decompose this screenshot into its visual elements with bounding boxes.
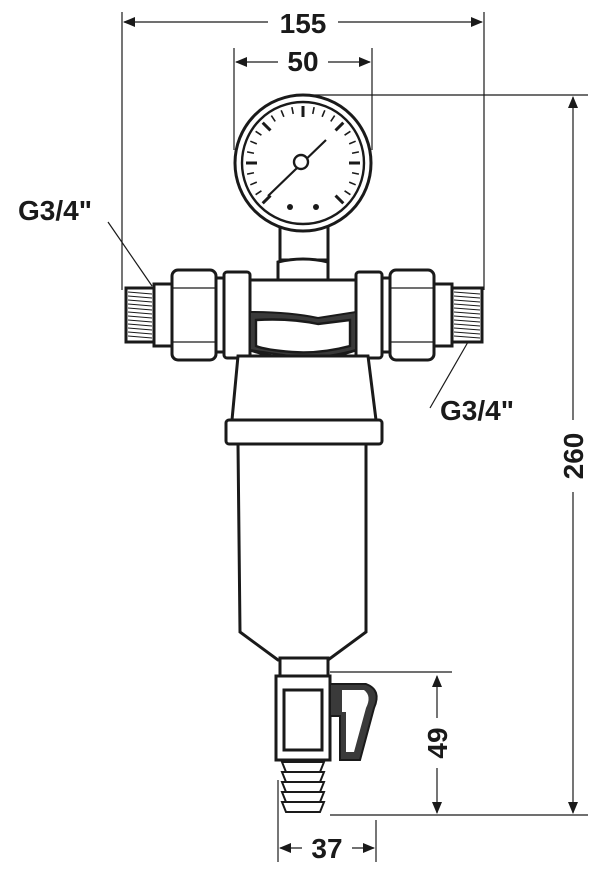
inlet-connection — [124, 268, 252, 362]
inlet-thread-callout: G3/4" — [18, 195, 153, 287]
filter-bowl — [224, 354, 384, 662]
gauge-ticks — [246, 106, 360, 205]
dimension-drain-height: 49 — [330, 671, 455, 814]
drain-valve — [274, 656, 378, 813]
inlet-thread-label: G3/4" — [18, 195, 92, 226]
outlet-thread-label: G3/4" — [440, 395, 514, 426]
drain-height-label: 49 — [422, 727, 453, 758]
overall-height-label: 260 — [558, 433, 589, 480]
overall-width-label: 155 — [280, 8, 327, 39]
pressure-gauge — [233, 93, 373, 262]
outlet-connection — [354, 268, 484, 362]
dimension-gauge-width: 50 — [233, 46, 373, 150]
dimension-drain-width: 37 — [277, 780, 377, 864]
dimension-overall-width: 155 — [121, 8, 485, 290]
outlet-thread-callout: G3/4" — [429, 341, 514, 426]
dimension-overall-height: 260 — [300, 94, 590, 816]
drain-width-label: 37 — [311, 833, 342, 864]
gauge-pivot — [292, 153, 310, 171]
filter-head — [248, 278, 358, 361]
gauge-width-label: 50 — [287, 46, 318, 77]
